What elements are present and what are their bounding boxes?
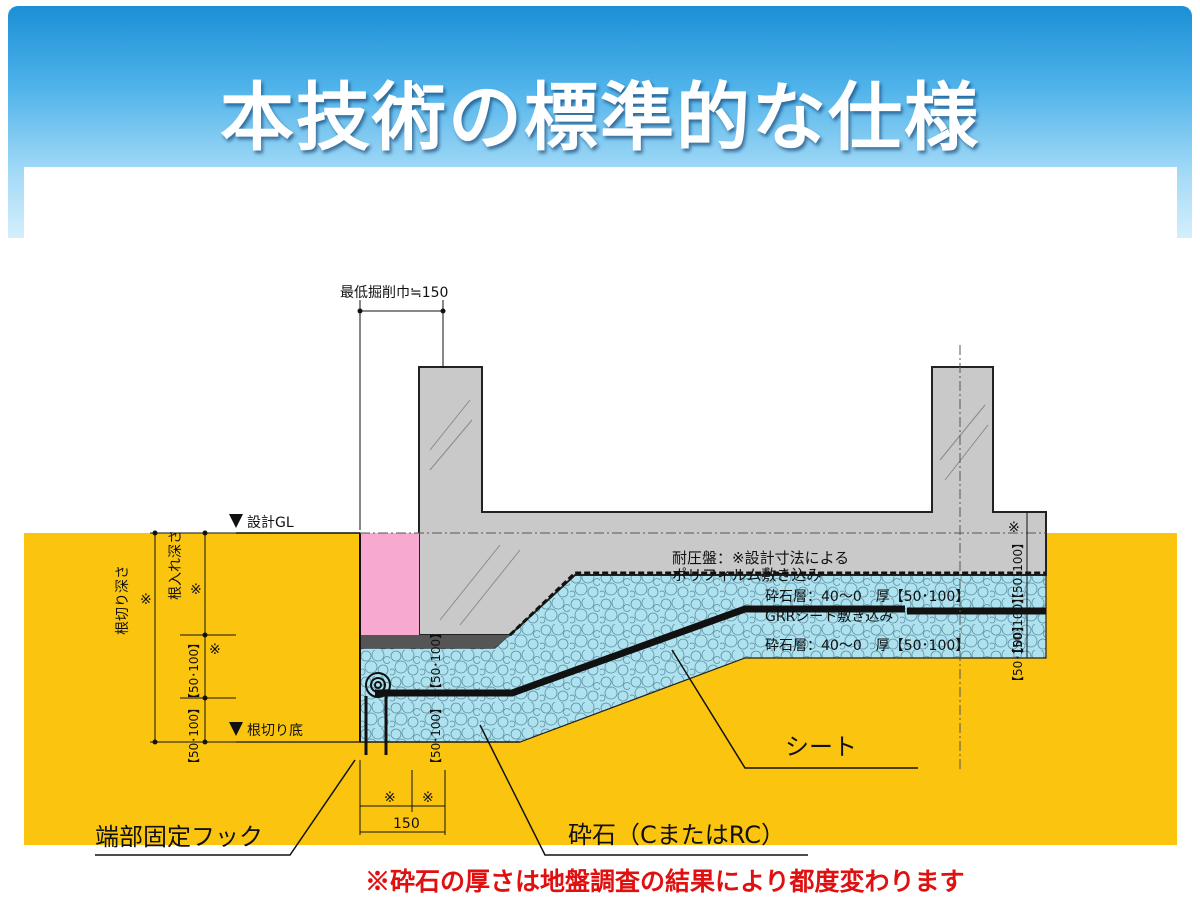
min-width-label: 最低掘削巾≒150 bbox=[340, 285, 448, 301]
embed-depth-mark: ※ bbox=[190, 582, 202, 598]
excavation-bottom-label: 根切り底 bbox=[247, 723, 303, 739]
pressure-slab-label: 耐圧盤：※設計寸法による bbox=[672, 549, 849, 567]
sheet-label: シート bbox=[785, 733, 857, 761]
end-hook-leader bbox=[95, 759, 356, 856]
dim-range-left-lower: 【50･100】 bbox=[187, 702, 201, 770]
gravel-upper-label: 砕石層：40～0 厚【50･100】 bbox=[765, 589, 969, 605]
right-mark: ※ bbox=[1008, 520, 1020, 536]
bottom-mark-1: ※ bbox=[384, 790, 396, 806]
crushed-stone-leader bbox=[479, 724, 808, 856]
dim-range-wall-lower: 【50･100】 bbox=[429, 702, 443, 770]
backfill-zone bbox=[360, 533, 419, 635]
grr-sheet-line bbox=[375, 605, 905, 697]
end-hook-label: 端部固定フック bbox=[95, 823, 263, 851]
grr-sheet-label: GRRシート敷き込み bbox=[765, 609, 893, 625]
design-gl-label: 設計GL bbox=[247, 515, 294, 531]
sheet-leader bbox=[671, 649, 918, 769]
crushed-stone-label: 砕石（CまたはRC） bbox=[568, 821, 785, 849]
dim-range-wall-upper: 【50･100】 bbox=[429, 627, 443, 695]
concrete-hatching bbox=[429, 399, 989, 626]
mid-mark: ※ bbox=[209, 642, 221, 658]
end-fixing-hook-icon bbox=[364, 672, 391, 755]
excavation-depth-mark: ※ bbox=[140, 592, 152, 608]
poly-film-line bbox=[508, 571, 1046, 637]
bottom-triangle-icon bbox=[229, 722, 243, 736]
dim-range-left-upper: 【50･100】 bbox=[187, 637, 201, 705]
bottom-mark-2: ※ bbox=[422, 790, 434, 806]
dim-range-right-2: 【50･100】 bbox=[1011, 592, 1025, 660]
poly-film-label: ポリフィルム敷き込み bbox=[672, 566, 821, 584]
dim-range-right-3: 【50･100】 bbox=[1011, 620, 1025, 688]
excavation-depth-label: 根切り深さ bbox=[115, 565, 131, 635]
dim-150-label: 150 bbox=[393, 816, 420, 832]
gl-triangle-icon bbox=[229, 514, 243, 528]
dim-range-right-1: 【50･100】 bbox=[1011, 537, 1025, 605]
slide-title: 本技術の標準的な仕様 bbox=[220, 75, 980, 161]
blinding-strip bbox=[360, 635, 510, 648]
embed-depth-label: 根入れ深さ bbox=[168, 530, 184, 600]
thickness-note: ※砕石の厚さは地盤調査の結果により都度変わります bbox=[365, 867, 965, 896]
content-panel bbox=[24, 167, 1177, 277]
gravel-lower-label: 砕石層：40～0 厚【50･100】 bbox=[765, 638, 969, 654]
